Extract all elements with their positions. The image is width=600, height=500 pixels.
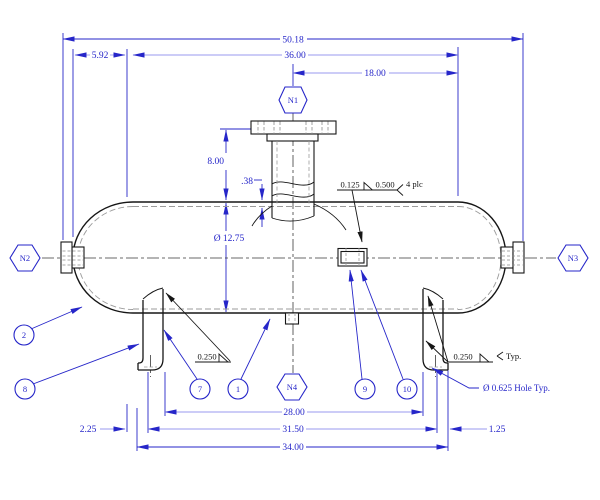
right-head-curve [457,201,507,314]
centerlines [42,113,556,377]
nozzle-n3 [500,241,525,274]
nozzle-tag-n3 [557,244,589,272]
weld-symbol-right-leg [425,295,504,363]
n2-flange [60,241,73,274]
balloon-2-label: 2 [22,330,26,340]
balloon-8-label: 8 [23,384,27,394]
nozzle-n3-dashes [502,250,523,266]
left-leg-top-curve [142,287,164,300]
balloon-2-leader [30,306,83,330]
balloon-9 [354,378,376,400]
n1-weld-curve-left [251,205,273,227]
dim-head-depth-value: 5.92 [92,51,109,61]
right-leg-top-curve [422,287,444,300]
weld-symbol-left-leg [165,292,231,363]
nozzle-n3-label: N3 [568,253,578,263]
coupling-weld-size-a: 0.125 [340,180,359,190]
fillet-weld-icon [218,352,230,363]
dim-leg-inner-value: 28.00 [283,408,305,418]
balloon-2 [13,324,35,346]
nozzle-n1-hidden [276,141,310,205]
nozzle-tag-n2 [9,244,41,272]
coupling-weld-size-b: 0.500 [375,180,394,190]
nozzle-n1-bolt-dashes [257,121,329,134]
nozzle-tag-n4 [276,373,308,401]
balloon-9-label: 9 [363,384,367,394]
n4-coupling [284,312,300,325]
n1-neck-bottom [271,215,315,222]
item-balloons: 2 8 7 1 9 10 [13,324,418,400]
balloon-10 [396,378,418,400]
dim-tangent-value: 36.00 [284,51,306,61]
balloon-9-leader [348,269,363,380]
balloon-7 [189,378,211,400]
nozzle-tags [9,86,589,401]
nozzle-n2-label: N2 [20,253,30,263]
dim-hole-span-value: 31.50 [282,425,304,435]
hole-note: Ø 0.625 Hole Typ. [431,367,550,393]
balloon-7-leader [163,329,198,380]
nozzle-tag-labels: N1 N2 N3 N4 [20,95,578,392]
coupling-weld-leader [351,189,363,243]
side-coupling-bore [345,248,360,266]
dim-base-span-value: 34.00 [282,443,304,453]
balloon-10-leader [360,269,404,380]
nozzle-n1 [250,120,347,231]
dim-n1-proj-value: .38 [241,177,253,187]
dim-shell-od-value: Ø 12.75 [214,234,245,244]
left-leg-outer [138,289,164,371]
balloon-8 [14,378,36,400]
balloon-leaders [30,269,404,385]
fillet-weld-icon [363,181,374,191]
balloon-1-label: 1 [236,384,240,394]
dim-nozzle-offset-value: 18.00 [364,69,386,79]
hole-note-text: Ø 0.625 Hole Typ. [483,383,550,393]
right-leg-weld-leader-upper [427,295,449,363]
nozzle-n2 [60,241,85,274]
n1-weld-curve-right [313,203,347,231]
balloon-10-label: 10 [403,384,412,394]
dim-n1-height-value: 8.00 [207,157,224,167]
right-leg-weld-size: 0.250 [453,352,472,362]
side-coupling [337,247,368,267]
dim-right-offset-value: 1.25 [489,425,506,435]
coupling-weld-note: 4 plc [406,179,423,189]
right-leg-inner [442,300,448,364]
balloon-8-leader [32,343,140,385]
dim-left-offset-value: 2.25 [80,425,97,435]
nozzle-n4-label: N4 [287,382,298,392]
dimension-texts: 50.18 5.92 36.00 18.00 8.00 Ø 12.75 .38 … [80,36,506,454]
left-leg-weld-size: 0.250 [197,352,216,362]
balloon-7-label: 7 [198,384,202,394]
vessel-shell [72,201,507,314]
dim-overall-value: 50.18 [282,36,304,46]
dimension-lines [62,36,524,450]
nozzle-tag-n1 [278,86,308,114]
n1-break-line-upper [271,181,315,186]
bottom-coupling-bore [288,313,296,324]
right-leg-weld-note: Typ. [506,351,521,361]
nozzle-n1-label: N1 [288,95,298,105]
left-leg-inner [138,300,144,364]
balloon-1 [227,378,249,400]
balloon-1-leader [240,318,271,380]
fillet-weld-icon [479,352,491,363]
bottom-coupling-n4 [284,312,300,325]
weld-symbol-coupling [337,181,404,243]
right-leg-weld-leader-lower [425,340,449,363]
n1-flange-hub [266,133,319,142]
left-leg-weld-leader [165,292,231,362]
nozzle-n2-dashes [62,250,83,266]
side-coupling-inner [340,250,365,264]
n3-flange [512,241,525,274]
hole-note-leader [431,367,479,389]
n1-break-line-lower [271,193,315,198]
